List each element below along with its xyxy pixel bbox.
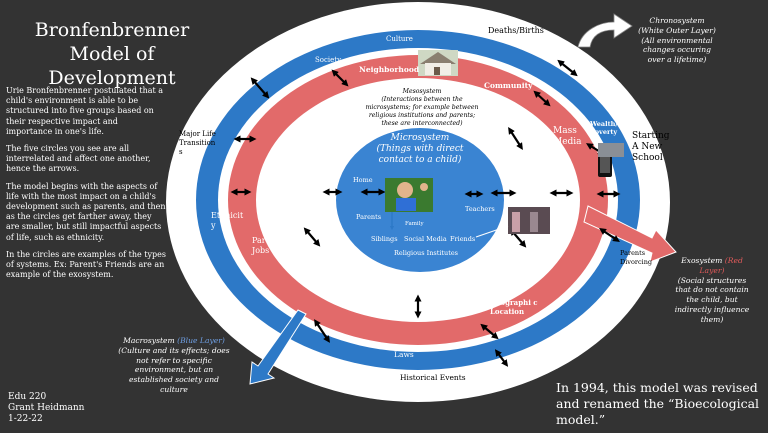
exosystem-pointer-arrow: [583, 205, 677, 263]
mesosystem-body: (Interactions between the microsystems; …: [365, 96, 479, 127]
label-culture: Culture: [386, 35, 413, 43]
intro-paragraph: The five circles you see are all interre…: [6, 144, 151, 174]
label-family: Family: [405, 221, 424, 227]
label-starting-new-school: Starting A New School: [632, 131, 670, 163]
microsystem-title: Microsystem: [390, 133, 450, 143]
label-deaths-births: Deaths/Births: [488, 26, 544, 35]
exosystem-note: Exosystem (Red Layer) (Social structures…: [672, 256, 752, 325]
macrosystem-body: (Culture and its effects; does not refer…: [118, 345, 230, 394]
revision-note: In 1994, this model was revised and rena…: [556, 380, 760, 427]
microsystem-heading: Microsystem (Things with direct contact …: [370, 133, 470, 166]
label-geographic-location: Geographi c Location: [490, 298, 538, 316]
exosystem-color-tag: (Red Layer): [699, 256, 743, 275]
chronosystem-body: (White Outer Layer) (All environmental c…: [638, 25, 716, 65]
label-laws: Laws: [394, 350, 414, 359]
label-friends: Friends: [450, 235, 475, 243]
footer-course: Edu 220: [8, 392, 47, 402]
label-historical-events: Historical Events: [400, 373, 466, 382]
label-social-media: Social Media: [404, 235, 447, 243]
author-footer: Edu 220 Grant Heidmann 1-22-22: [8, 392, 84, 425]
label-society: Society: [315, 56, 341, 64]
label-parents: Parents: [356, 213, 381, 221]
label-parents-divorcing-1: Parents: [620, 249, 645, 257]
neighborhood-house-photo: [418, 50, 458, 76]
mass-media-phone-icon: [598, 154, 612, 177]
label-parents-divorcing-2: Divorcing: [620, 258, 652, 266]
intro-paragraph: Urie Bronfenbrenner postulated that a ch…: [6, 86, 164, 136]
footer-date: 1-22-22: [8, 414, 43, 424]
intro-text: Urie Bronfenbrenner postulated that a ch…: [6, 86, 166, 287]
label-siblings: Siblings: [371, 235, 398, 243]
macrosystem-color-tag: (Blue Layer): [177, 336, 225, 345]
label-community: Community: [484, 81, 533, 90]
mesosystem-note: Mesosystem (Interactions between the mic…: [360, 88, 484, 128]
label-neighborhood: Neighborhood: [359, 65, 420, 74]
chronosystem-pointer-arrow: [577, 13, 633, 48]
macrosystem-title: Macrosystem: [123, 336, 175, 345]
friends-photo: [508, 207, 550, 234]
label-home: Home: [353, 176, 373, 184]
friends-pointer-line: [475, 225, 509, 238]
exosystem-title: Exosystem: [681, 256, 723, 265]
microsystem-subtitle: (Things with direct contact to a child): [376, 144, 464, 165]
mesosystem-title: Mesosystem: [402, 88, 442, 95]
label-parents-jobs: Parent's Jobs: [252, 236, 286, 255]
label-major-life-transitions: Major Life Transition s: [179, 130, 216, 156]
label-ethnicity: Ethnicit y: [211, 211, 244, 230]
child-photo: [385, 178, 433, 212]
label-mass-media: Mass Media: [553, 126, 582, 147]
label-religious-institutes: Religious Institutes: [394, 249, 458, 257]
footer-author: Grant Heidmann: [8, 403, 85, 413]
intro-paragraph: The model begins with the aspects of lif…: [6, 181, 166, 242]
macrosystem-note: Macrosystem (Blue Layer) (Culture and it…: [118, 336, 230, 395]
wealth-poverty-photo: [598, 143, 624, 157]
page-title: Bronfenbrenner Model of Development: [34, 19, 190, 89]
label-teachers: Teachers: [465, 205, 495, 213]
label-wealth-poverty: Wealth/ Poverty: [590, 120, 618, 136]
macrosystem-pointer-arrow: [249, 309, 307, 385]
chronosystem-note: Chronosystem (White Outer Layer) (All en…: [636, 16, 718, 65]
intro-paragraph: In the circles are examples of the types…: [6, 249, 166, 280]
exosystem-body: (Social structures that do not contain t…: [674, 275, 750, 324]
chronosystem-title: Chronosystem: [649, 16, 705, 25]
